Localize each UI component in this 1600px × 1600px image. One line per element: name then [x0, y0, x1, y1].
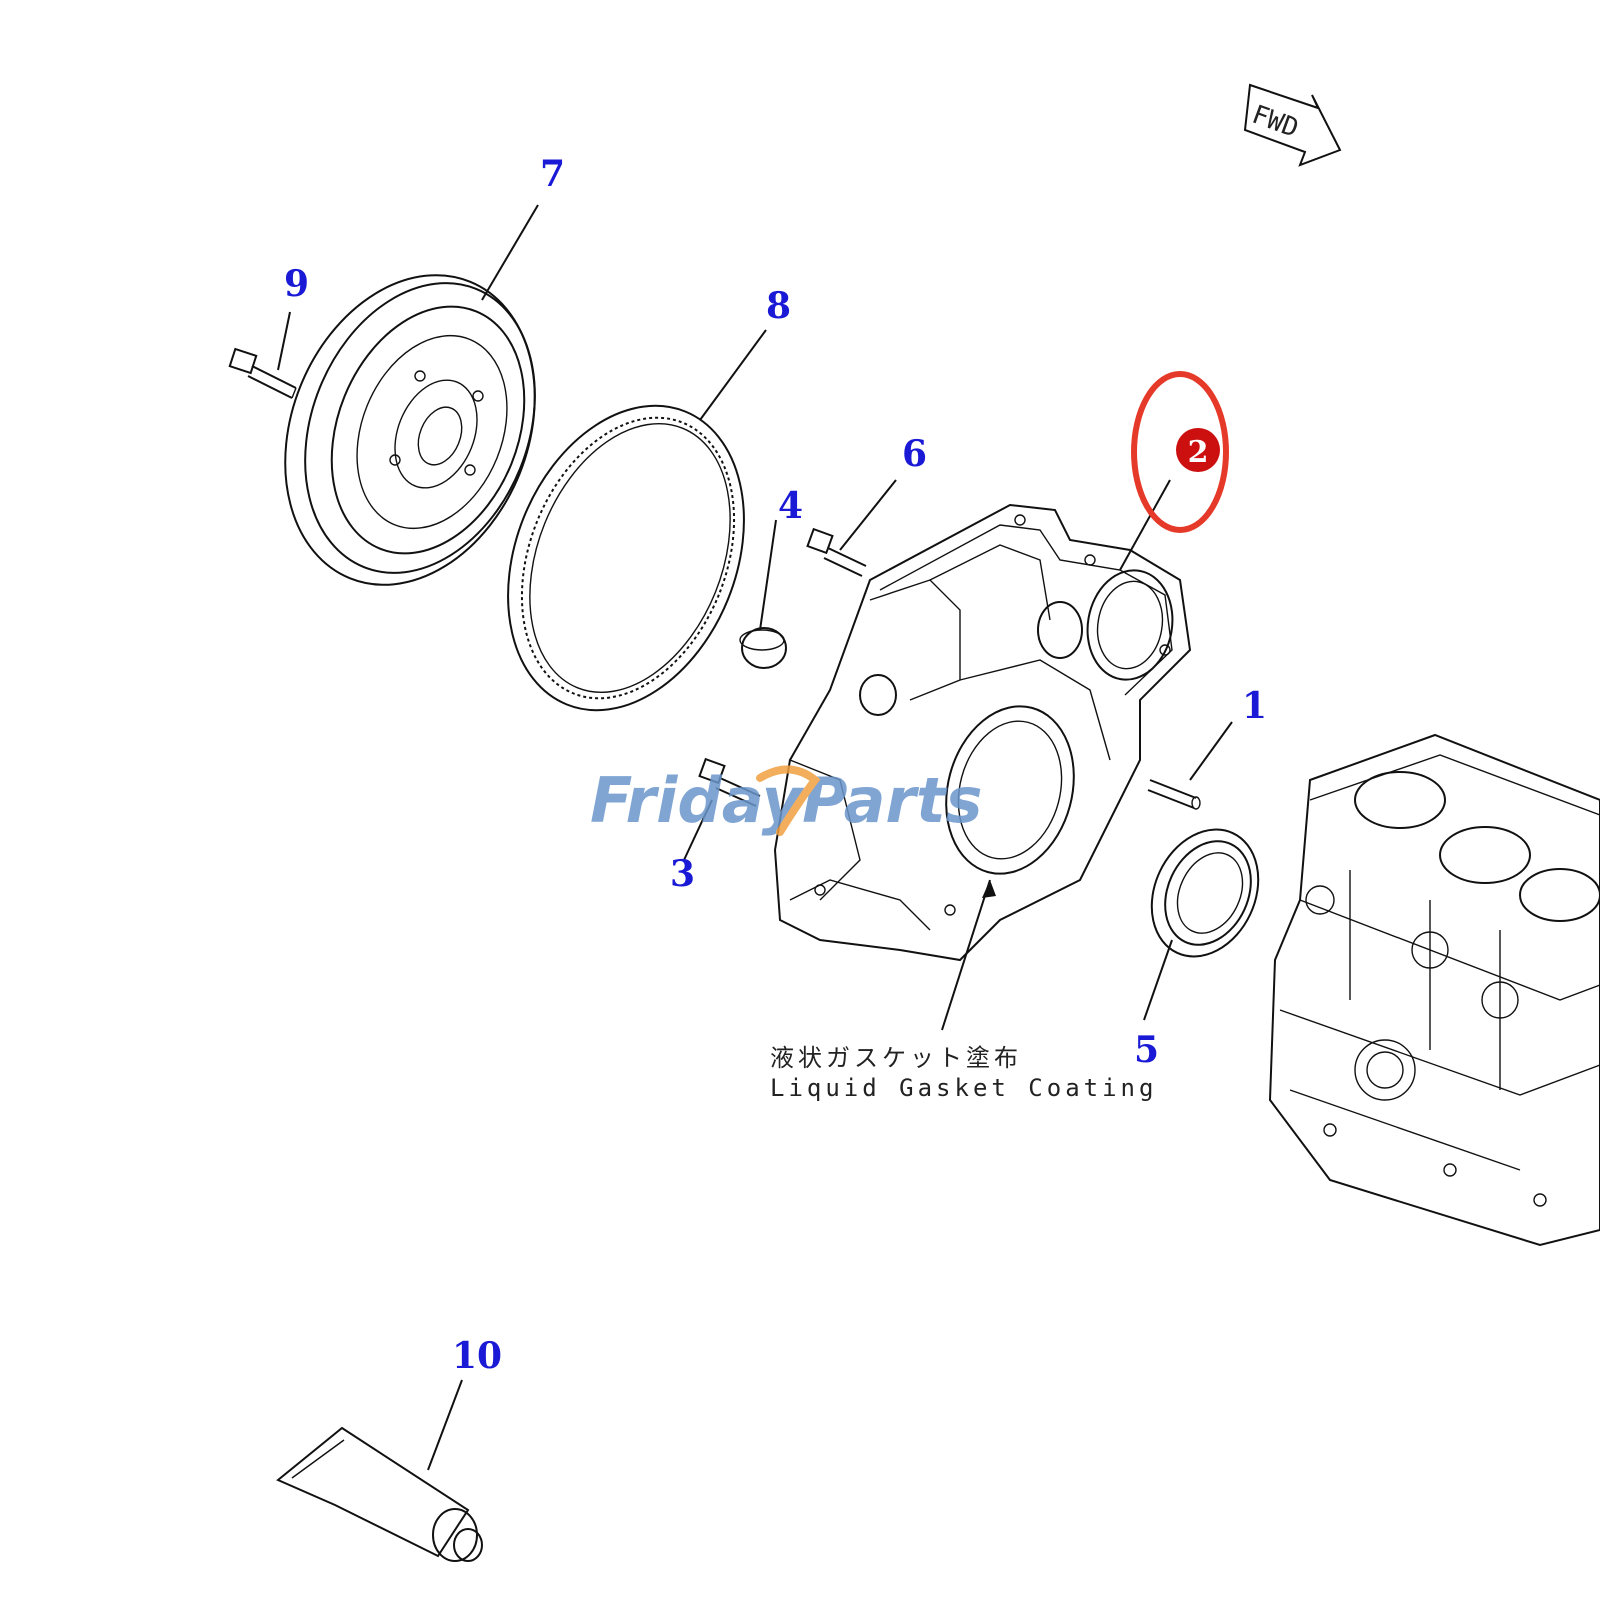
callout-9: 9: [284, 263, 309, 305]
engine-block: [1268, 733, 1600, 1247]
flywheel-part-7: [284, 274, 536, 586]
callout-6: 6: [902, 433, 927, 475]
callout-labels: 7 9 8 6 4 1 3 5 10: [284, 153, 1267, 1377]
watermark-swoosh-icon: [756, 765, 821, 836]
ring-gear-part-8: [507, 404, 745, 712]
callout-8: 8: [766, 285, 791, 327]
gasket-note: 液状ガスケット塗布 Liquid Gasket Coating: [770, 1044, 1157, 1102]
callout-1: 1: [1242, 685, 1267, 727]
note-japanese: 液状ガスケット塗布: [770, 1044, 1022, 1072]
plug-part-4: [739, 627, 787, 669]
callout-3: 3: [670, 853, 695, 895]
bolt-part-9: [228, 347, 297, 399]
highlight-callout-2: 2: [1131, 371, 1229, 533]
bolt-part-6: [806, 527, 867, 577]
bolt-part-3: [698, 757, 761, 807]
fwd-arrow-icon: FWD: [1243, 83, 1342, 167]
oil-seal-part-5: [1150, 828, 1260, 958]
callout-2: 2: [1188, 435, 1209, 470]
dowel-pin-part-1: [1147, 779, 1201, 810]
callout-10: 10: [452, 1335, 502, 1377]
note-english: Liquid Gasket Coating: [770, 1074, 1157, 1102]
callout-5: 5: [1134, 1029, 1159, 1071]
leader-lines: [277, 204, 1233, 1471]
highlight-ring: [1131, 371, 1229, 533]
flywheel-housing-part-2: [773, 503, 1192, 962]
callout-7: 7: [540, 153, 565, 195]
highlight-badge: [1176, 428, 1220, 472]
watermark-logo: FridayParts: [590, 764, 983, 837]
sealant-tube-part-10: [276, 1426, 483, 1562]
callout-4: 4: [778, 485, 803, 527]
fwd-label: FWD: [1248, 100, 1302, 144]
